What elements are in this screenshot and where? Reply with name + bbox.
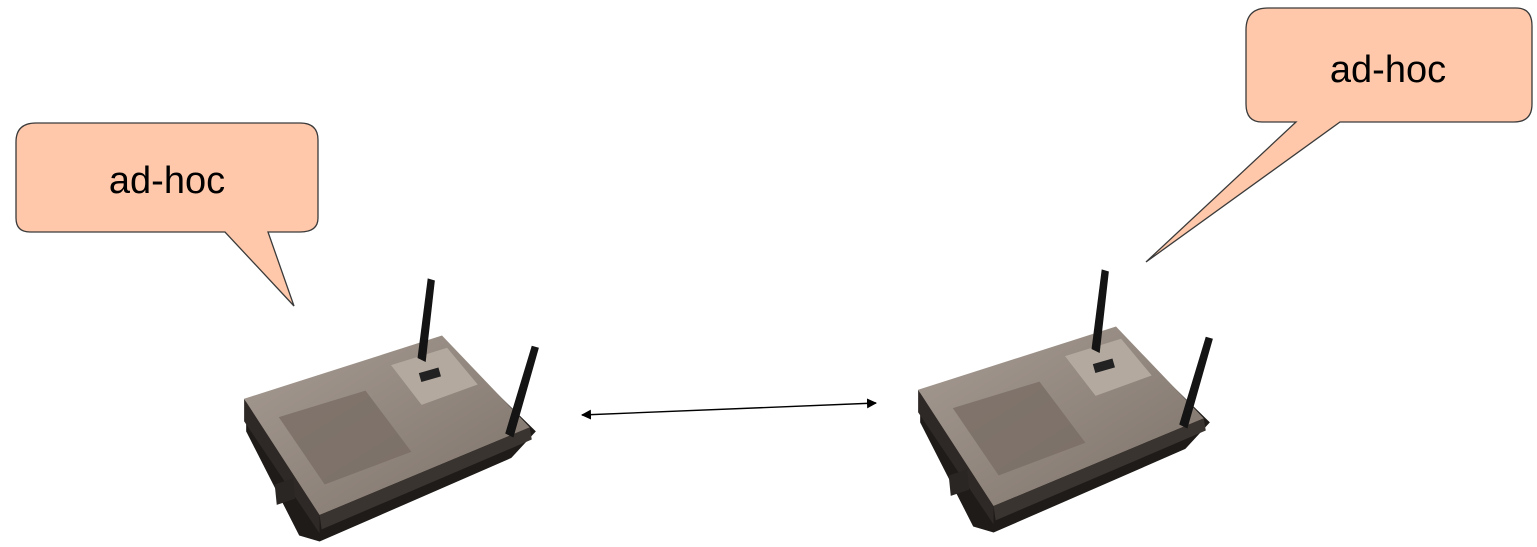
router-left [244,278,539,542]
callout-right: ad-hoc [1145,7,1533,263]
callout-left-label: ad-hoc [109,160,225,202]
wireless-router-icon [918,269,1213,533]
callout-right-shape [1145,7,1533,263]
callout-right-label: ad-hoc [1330,49,1446,91]
router-right [918,269,1213,533]
callout-left: ad-hoc [15,122,319,307]
callout-left-shape [15,122,319,307]
wireless-router-icon [244,278,539,542]
bidirectional-arrow [581,398,877,420]
